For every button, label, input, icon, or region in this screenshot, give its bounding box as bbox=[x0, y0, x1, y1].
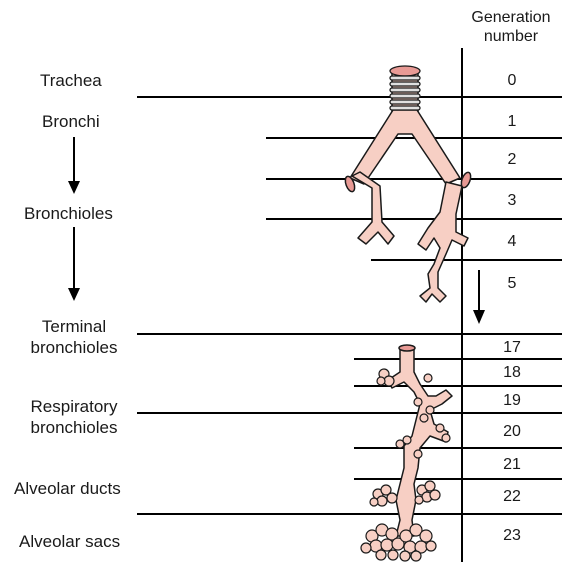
label-bronchioles: Bronchioles bbox=[24, 203, 113, 224]
alveolus bbox=[436, 424, 444, 432]
trachea-ring bbox=[390, 94, 420, 98]
label-respiratory-bronchioles: Respiratory bronchioles bbox=[22, 396, 126, 438]
trachea-ring bbox=[390, 100, 420, 104]
header-line-2: number bbox=[458, 27, 564, 46]
alveolus bbox=[414, 398, 422, 406]
alveolus bbox=[388, 550, 398, 560]
bronchi-arrow-head bbox=[68, 181, 80, 194]
trachea-ring bbox=[390, 76, 420, 80]
alveolus bbox=[420, 414, 428, 422]
alveolus bbox=[430, 490, 440, 500]
main-bronchi bbox=[350, 110, 460, 184]
alveolus bbox=[387, 493, 397, 503]
right-bronchus-branch bbox=[418, 182, 468, 302]
label-alveolar-sacs: Alveolar sacs bbox=[19, 531, 120, 552]
label-bronchi: Bronchi bbox=[42, 111, 100, 132]
trachea-ring bbox=[390, 106, 420, 110]
alveolus bbox=[426, 541, 436, 551]
alveolus bbox=[442, 434, 450, 442]
terminal-bronchiole-cut bbox=[399, 345, 415, 351]
left-bronchus-branch bbox=[352, 172, 394, 244]
generation-5: 5 bbox=[482, 275, 542, 293]
alveolus bbox=[420, 530, 432, 542]
alveolus bbox=[415, 496, 423, 504]
alveolus bbox=[426, 406, 434, 414]
alveolus bbox=[400, 551, 410, 561]
bronchioles-arrow-head bbox=[68, 288, 80, 301]
header-line-1: Generation bbox=[458, 8, 564, 27]
label-terminal-bronchioles: Terminal bronchioles bbox=[24, 316, 124, 358]
generation-21: 21 bbox=[482, 456, 542, 474]
alveolus bbox=[377, 377, 385, 385]
alveolus bbox=[424, 374, 432, 382]
terminal-line-2: bronchioles bbox=[24, 337, 124, 358]
generation-17: 17 bbox=[482, 339, 542, 357]
alveolus bbox=[425, 481, 435, 491]
label-alveolar-ducts: Alveolar ducts bbox=[14, 478, 121, 499]
generation-23: 23 bbox=[482, 527, 542, 545]
trachea-top-opening bbox=[390, 66, 420, 76]
generation-19: 19 bbox=[482, 392, 542, 410]
alveolus bbox=[403, 436, 411, 444]
generation-18: 18 bbox=[482, 364, 542, 382]
generation-3: 3 bbox=[482, 192, 542, 210]
alveolus bbox=[381, 539, 393, 551]
respiratory-line-2: bronchioles bbox=[22, 417, 126, 438]
generation-1: 1 bbox=[482, 113, 542, 131]
trachea-ring bbox=[390, 88, 420, 92]
generation-header: Generation number bbox=[458, 8, 564, 46]
generation-0: 0 bbox=[482, 72, 542, 90]
generation-22: 22 bbox=[482, 488, 542, 506]
alveolus bbox=[414, 450, 422, 458]
trachea-rings bbox=[390, 66, 420, 110]
generation-arrow-head bbox=[473, 310, 485, 324]
alveolus bbox=[361, 543, 371, 553]
alveolus bbox=[370, 498, 378, 506]
generation-4: 4 bbox=[482, 233, 542, 251]
respiratory-line-1: Respiratory bbox=[22, 396, 126, 417]
terminal-line-1: Terminal bbox=[24, 316, 124, 337]
alveolus bbox=[411, 551, 421, 561]
generation-20: 20 bbox=[482, 423, 542, 441]
generation-2: 2 bbox=[482, 151, 542, 169]
alveolus bbox=[376, 550, 386, 560]
trachea-ring bbox=[390, 82, 420, 86]
alveolus bbox=[377, 496, 387, 506]
label-trachea: Trachea bbox=[40, 70, 102, 91]
